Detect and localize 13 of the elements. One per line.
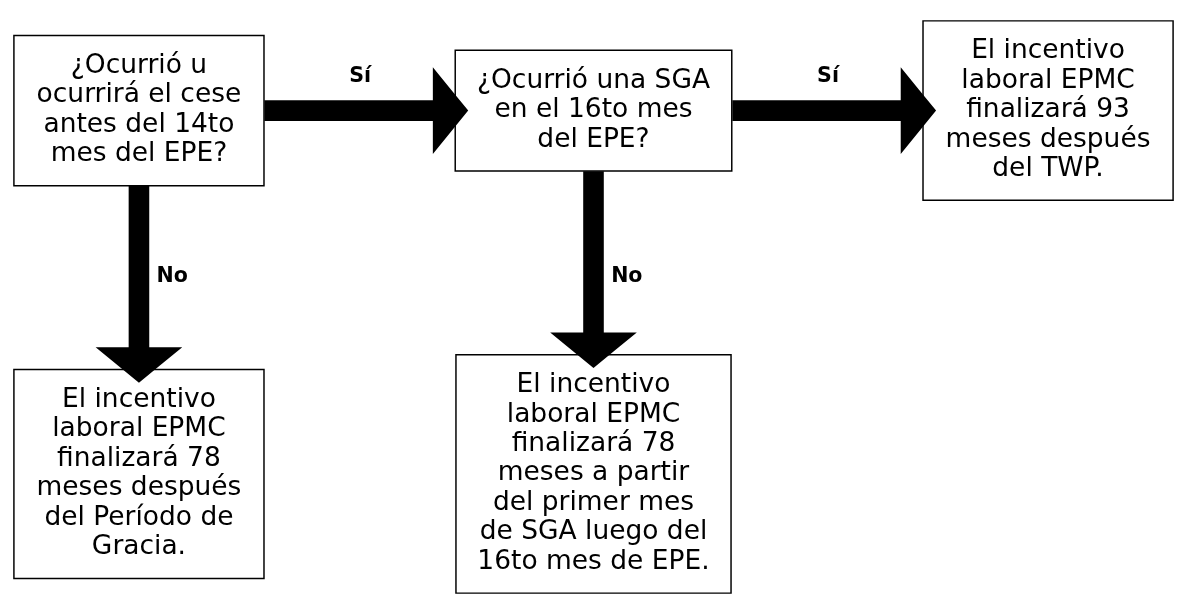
node-box: ¿Ocurrió una SGA en el 16to mes del EPE?: [454, 49, 733, 172]
node-box: El incentivo laboral EPMC finalizará 78 meses a partir del primer mes de SGA luego del 16to mes de EPE.: [455, 353, 732, 594]
arrow: [550, 170, 637, 368]
arrow: [732, 66, 937, 154]
edge-label: Sí: [817, 62, 839, 87]
edge-label: Sí: [349, 62, 372, 87]
edge-label: No: [611, 262, 643, 287]
arrow: [95, 185, 183, 383]
node-box: El incentivo laboral EPMC finalizará 93 meses después del TWP.: [922, 19, 1174, 201]
node-box: El incentivo laboral EPMC finalizará 78 meses después del Período de Gracia.: [13, 368, 265, 579]
arrow: [264, 66, 469, 154]
edge-label: No: [156, 262, 188, 287]
node-box: ¿Ocurrió u ocurrirá el cese antes del 14to mes del EPE?: [13, 34, 265, 186]
